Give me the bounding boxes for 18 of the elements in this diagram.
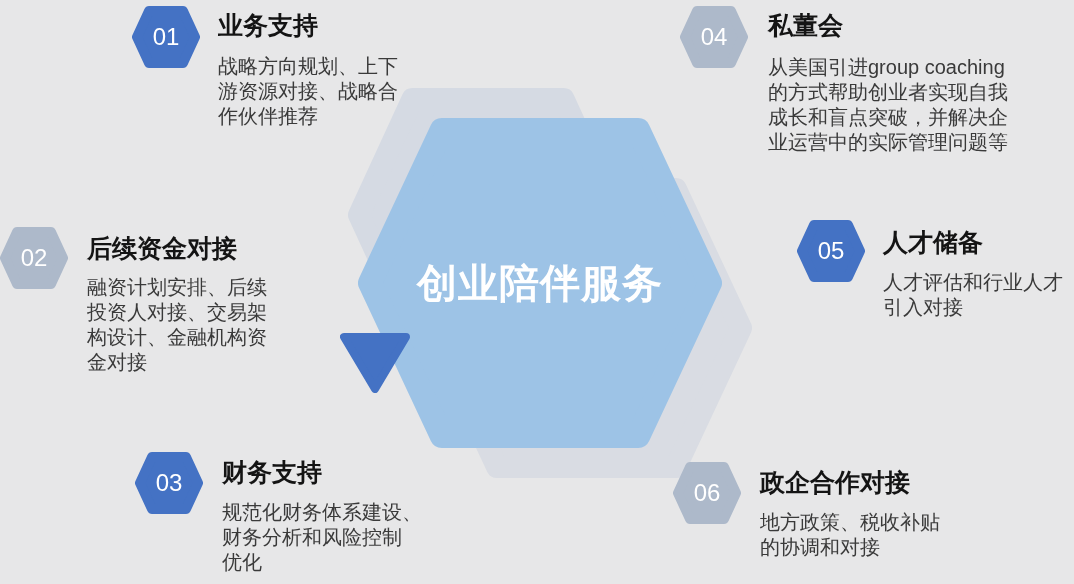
- description-text: 规范化财务体系建设、财务分析和风险控制优化: [222, 499, 423, 575]
- section-heading: 后续资金对接: [87, 233, 237, 263]
- description-text: 人才评估和行业人才引入对接: [883, 269, 1064, 320]
- central-hexagon: 创业陪伴服务: [358, 118, 722, 448]
- section-heading: 财务支持: [222, 457, 322, 487]
- number-badge: 04: [680, 6, 748, 68]
- section-heading: 业务支持: [218, 10, 318, 40]
- description-text: 从美国引进group coaching的方式帮助创业者实现自我成长和盲点突破，并解决企业运营中的实际管理问题等: [768, 54, 1009, 155]
- number-badge: 06: [673, 462, 741, 524]
- section-heading: 政企合作对接: [760, 467, 910, 497]
- number-badge: 01: [132, 6, 200, 68]
- description-text: 地方政策、税收补贴的协调和对接: [760, 509, 941, 560]
- description-text: 融资计划安排、后续投资人对接、交易架构设计、金融机构资金对接: [87, 274, 268, 375]
- number-badge: 05: [797, 220, 865, 282]
- section-heading: 人才储备: [883, 227, 983, 257]
- section-heading: 私董会: [768, 10, 843, 40]
- number-badge: 03: [135, 452, 203, 514]
- number-badge: 02: [0, 227, 68, 289]
